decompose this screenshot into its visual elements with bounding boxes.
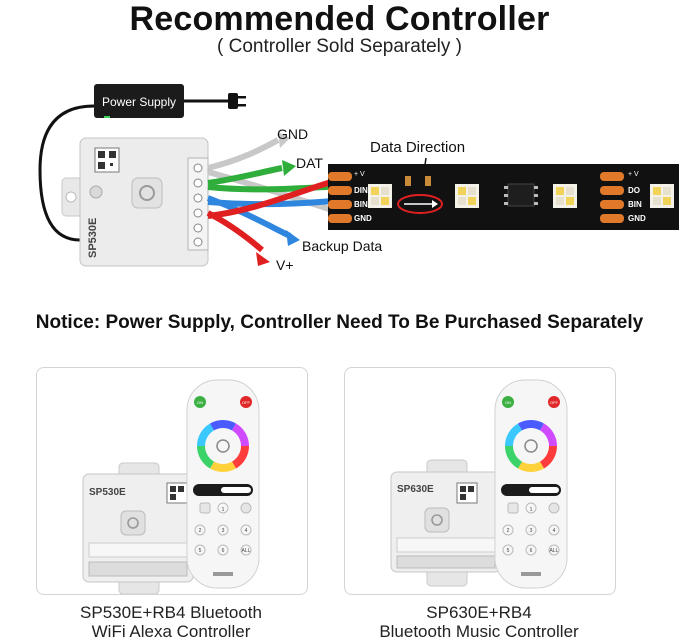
svg-text:4: 4 (553, 528, 556, 534)
svg-text:OFF: OFF (242, 400, 251, 405)
ac-plug-icon (228, 93, 246, 109)
wire-label-backup: Backup Data (302, 238, 382, 254)
data-direction-label: Data Direction (370, 139, 465, 156)
svg-text:1: 1 (222, 507, 225, 513)
controller-model: SP530E (87, 218, 99, 258)
product-card: SP630E ON OFF (344, 367, 616, 595)
wire-label-gnd: GND (277, 126, 308, 142)
caption-line-1: SP530E+RB4 Bluetooth (80, 603, 262, 622)
remote-on-button (194, 396, 206, 408)
svg-text:6: 6 (530, 548, 533, 554)
led-chip-icon (368, 184, 392, 208)
svg-text:4: 4 (245, 528, 248, 534)
pad-label-right-1: DO (628, 186, 640, 195)
pad-label-left-0: + V (354, 171, 365, 178)
rb4-remote: ON OFF 1 2 3 4 (186, 379, 260, 589)
qr-code-icon (94, 147, 120, 173)
product-caption: SP530E+RB4 Bluetooth WiFi Alexa Controll… (36, 603, 306, 641)
page-title: Recommended Controller (129, 0, 550, 38)
vplus-arrow-icon (256, 252, 270, 266)
rb4-remote: ON OFF 1 2 3 4 (494, 379, 568, 589)
controller-box: SP630E (390, 459, 502, 587)
notice-text: Notice: Power Supply, Controller Need To… (35, 312, 644, 333)
controller-box: SP530E (61, 137, 209, 267)
svg-text:3: 3 (222, 528, 225, 534)
page-subtitle: ( Controller Sold Separately ) (217, 36, 462, 57)
svg-text:ALL: ALL (242, 548, 251, 554)
pad-label-left-3: GND (354, 214, 372, 223)
qr-code-icon (166, 482, 188, 504)
power-supply-label: Power Supply (102, 95, 176, 109)
product-caption: SP630E+RB4 Bluetooth Music Controller (344, 603, 614, 641)
power-button-icon (424, 507, 450, 533)
svg-text:1: 1 (530, 507, 533, 513)
svg-text:5: 5 (199, 548, 202, 554)
caption-line-1: SP630E+RB4 (426, 603, 532, 622)
color-wheel-icon (505, 420, 557, 472)
caption-line-2: Bluetooth Music Controller (379, 622, 579, 641)
led-chip-icon (650, 184, 674, 208)
svg-text:ALL: ALL (550, 548, 559, 554)
remote-off-button (548, 396, 560, 408)
power-supply: Power Supply (38, 84, 246, 242)
svg-text:ON: ON (197, 400, 203, 405)
controller-model: SP530E (89, 487, 126, 498)
pad-label-left-2: BIN (354, 200, 368, 209)
wire-label-dat: DAT (296, 155, 323, 171)
pad-label-left-1: DIN (354, 186, 368, 195)
led-strip: + V DIN BIN GND (328, 164, 679, 230)
svg-text:2: 2 (199, 528, 202, 534)
qr-code-icon (456, 482, 478, 504)
dat-arrow-icon (282, 160, 296, 176)
product-card: SP530E ON OFF (36, 367, 308, 595)
remote-on-button (502, 396, 514, 408)
svg-text:3: 3 (530, 528, 533, 534)
led-chip-icon (455, 184, 479, 208)
svg-text:ON: ON (505, 400, 511, 405)
svg-text:6: 6 (222, 548, 225, 554)
color-wheel-icon (197, 420, 249, 472)
remote-off-button (240, 396, 252, 408)
svg-text:5: 5 (507, 548, 510, 554)
power-button-icon (131, 177, 163, 209)
backup-arrow-icon (286, 230, 300, 246)
svg-text:OFF: OFF (550, 400, 559, 405)
controller-model: SP630E (397, 484, 434, 495)
product-image: SP630E ON OFF (390, 379, 568, 589)
power-button-icon (120, 510, 146, 536)
pad-label-right-0: + V (628, 171, 639, 178)
direction-highlight (397, 194, 443, 214)
wire-label-vplus: V+ (276, 257, 294, 273)
led-chip-icon (553, 184, 577, 208)
svg-text:2: 2 (507, 528, 510, 534)
caption-line-2: WiFi Alexa Controller (91, 622, 251, 641)
wiring-diagram: Power Supply SP530E (38, 84, 679, 273)
ic-chip-icon (504, 183, 538, 207)
pad-label-right-3: GND (628, 214, 646, 223)
gnd-arrow-icon (278, 132, 290, 148)
controller-box: SP530E (82, 462, 194, 595)
pad-label-right-2: BIN (628, 200, 642, 209)
product-image: SP530E ON OFF (82, 379, 260, 595)
